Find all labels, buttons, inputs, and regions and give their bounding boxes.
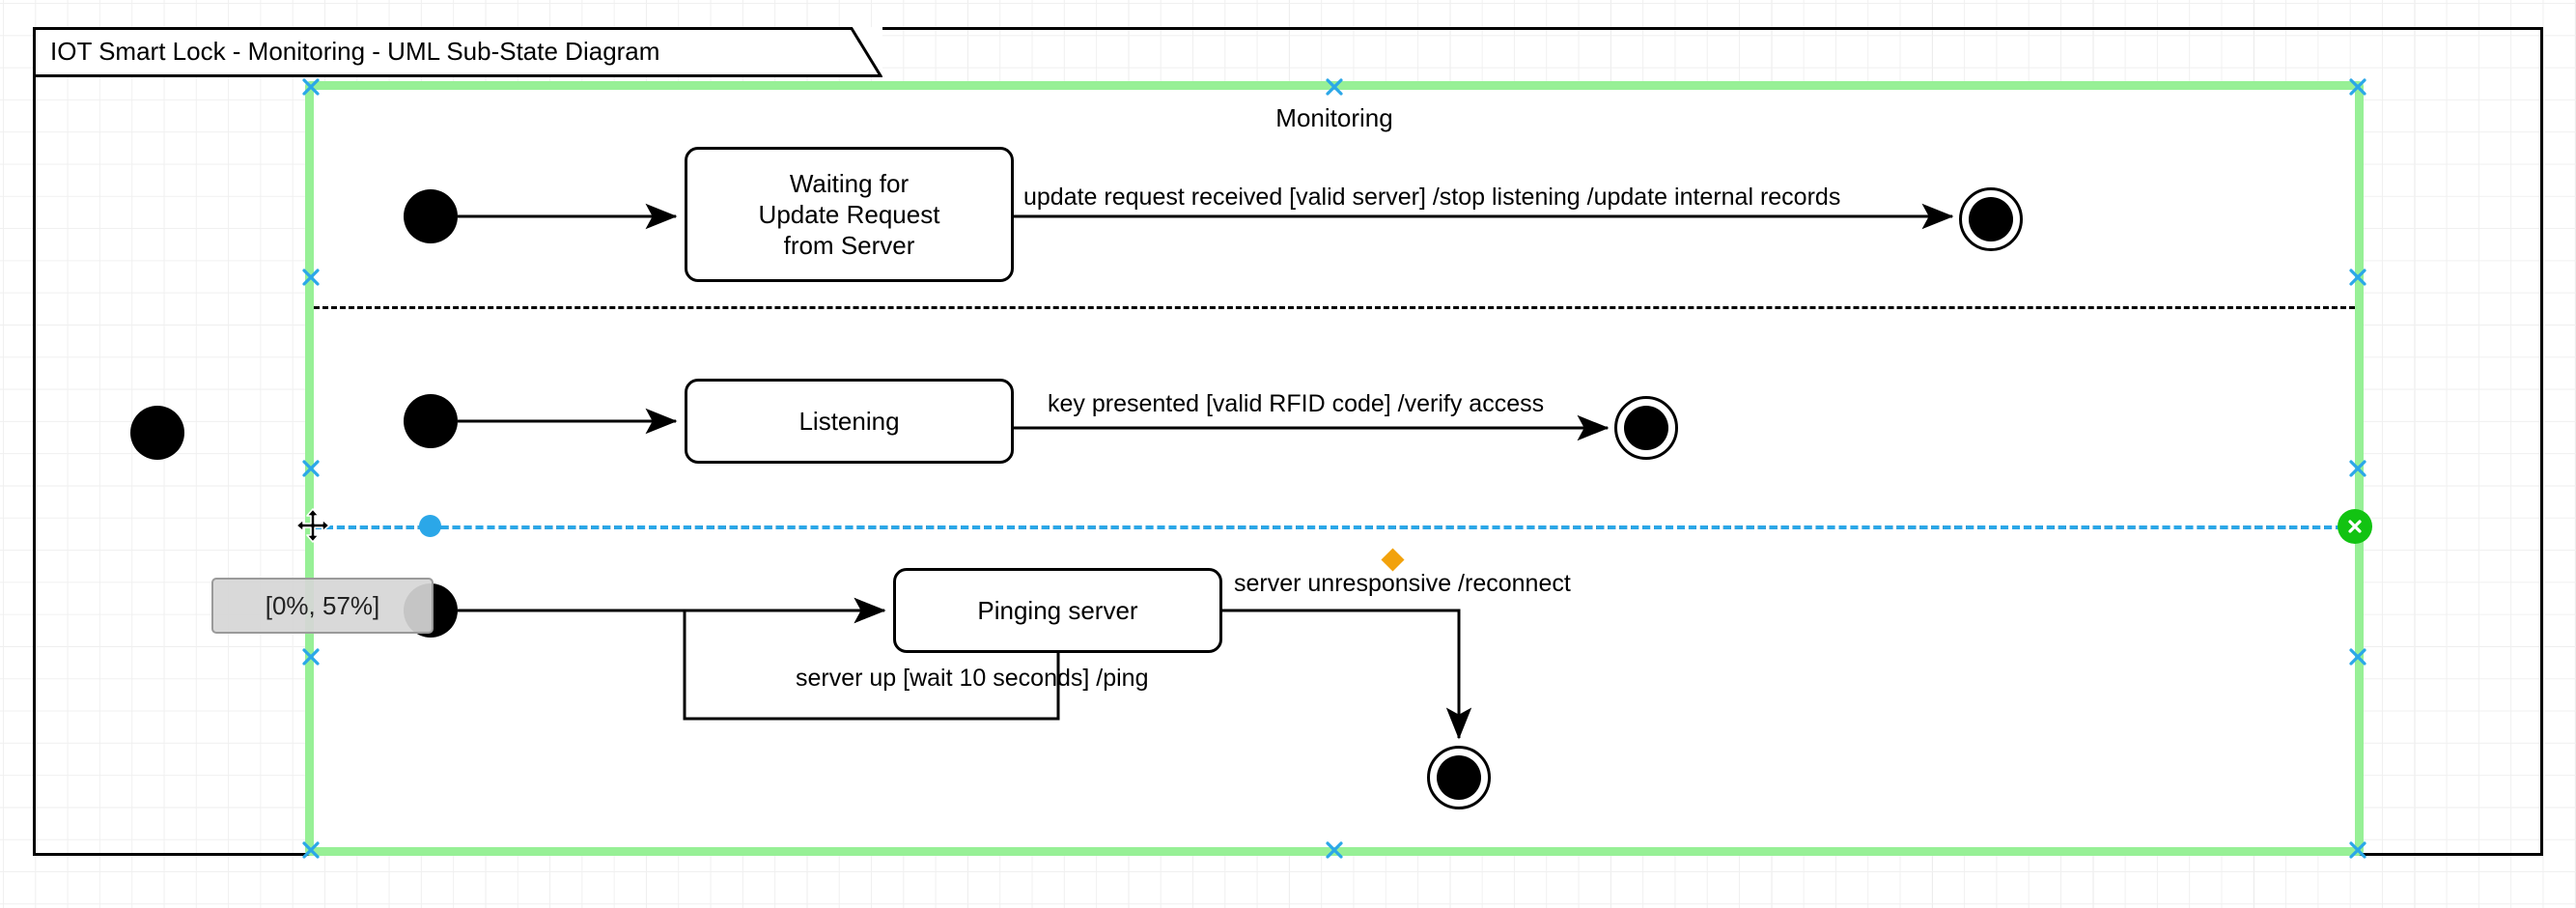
final-node-inner <box>1969 197 2013 241</box>
resize-handle-nw[interactable] <box>301 77 321 97</box>
resize-handle-n[interactable] <box>1325 77 1344 97</box>
initial-node-region-1[interactable] <box>404 189 458 243</box>
final-node-region-2[interactable] <box>1614 396 1678 460</box>
final-node-region-1[interactable] <box>1959 187 2023 251</box>
transition-label-key-presented[interactable]: key presented [valid RFID code] /verify … <box>1048 390 1545 417</box>
state-pinging-label: Pinging server <box>977 596 1138 625</box>
region-separator-1[interactable] <box>314 306 2355 309</box>
resize-handle-e-lower[interactable] <box>2348 647 2367 667</box>
resize-handle-e-upper[interactable] <box>2348 268 2367 287</box>
initial-node-outside[interactable] <box>130 406 184 460</box>
resize-handle-w-lower[interactable] <box>301 647 321 667</box>
position-tooltip: [0%, 57%] <box>211 578 434 634</box>
transition-label-update-request[interactable]: update request received [valid server] /… <box>1023 184 1841 211</box>
region-separator-2-drag[interactable] <box>314 525 2355 529</box>
resize-handle-sw[interactable] <box>301 840 321 860</box>
final-node-inner <box>1624 406 1668 450</box>
initial-node-region-2[interactable] <box>404 394 458 448</box>
diagram-title: IOT Smart Lock - Monitoring - UML Sub-St… <box>50 37 660 66</box>
state-pinging-server[interactable]: Pinging server <box>893 568 1222 653</box>
resize-handle-w-upper[interactable] <box>301 268 321 287</box>
position-tooltip-text: [0%, 57%] <box>265 590 380 620</box>
state-listening-label: Listening <box>798 407 900 436</box>
close-x-icon <box>2348 520 2362 533</box>
drag-accept-button[interactable] <box>2338 509 2372 544</box>
composite-state-label: Monitoring <box>1275 103 1393 132</box>
resize-handle-ne[interactable] <box>2348 77 2367 97</box>
state-listening[interactable]: Listening <box>685 379 1014 464</box>
resize-handle-s[interactable] <box>1325 840 1344 860</box>
final-node-inner <box>1437 755 1481 800</box>
final-node-region-3[interactable] <box>1427 746 1491 809</box>
move-cursor-icon <box>295 508 330 543</box>
resize-handle-w[interactable] <box>301 459 321 478</box>
resize-handle-e[interactable] <box>2348 459 2367 478</box>
resize-handle-se[interactable] <box>2348 840 2367 860</box>
transition-label-server-unresponsive[interactable]: server unresponsive /reconnect <box>1234 570 1571 597</box>
diagram-frame-tab[interactable]: IOT Smart Lock - Monitoring - UML Sub-St… <box>33 27 882 77</box>
transition-label-server-up[interactable]: server up [wait 10 seconds] /ping <box>796 665 1149 692</box>
drag-handle-dot[interactable] <box>419 515 441 537</box>
